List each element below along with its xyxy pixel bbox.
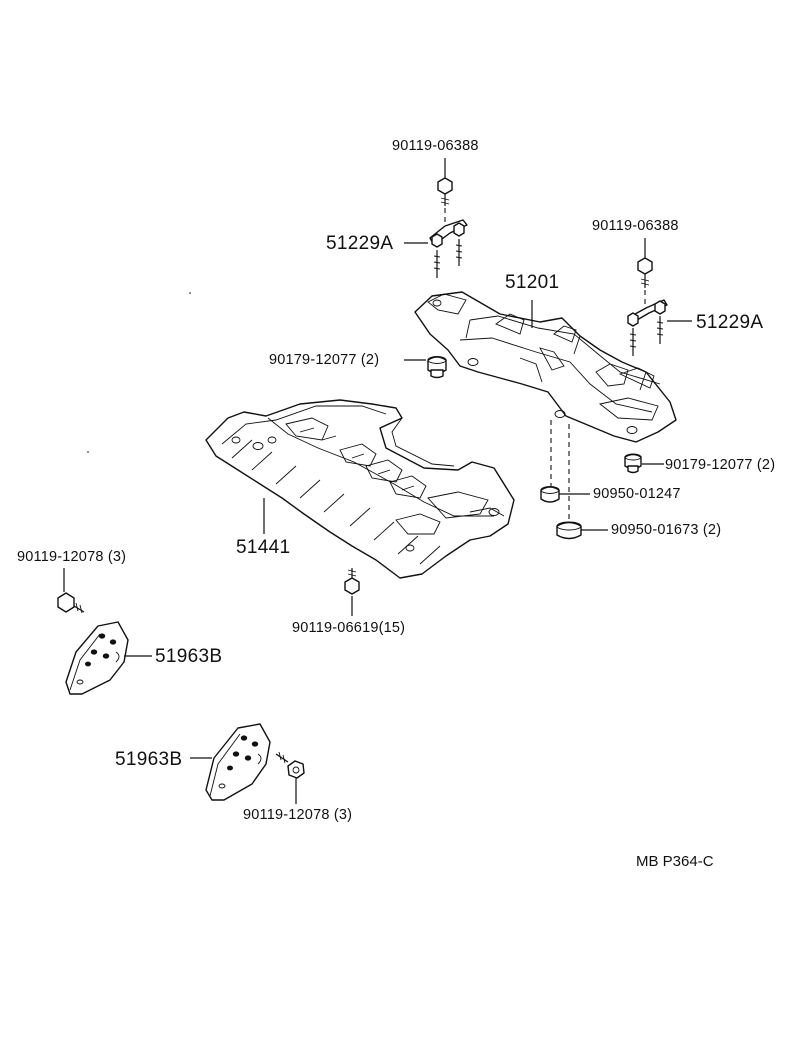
bracket-upper	[65, 621, 152, 695]
label-plug-left: 90179-12077 (2)	[269, 352, 380, 368]
label-stud-right: 51229A	[696, 312, 764, 333]
page-code: MB P364-C	[636, 853, 714, 870]
label-cover: 51441	[236, 537, 291, 558]
label-bracket-lower: 51963B	[115, 749, 183, 770]
nut-large	[556, 521, 608, 540]
label-crossmember: 51201	[505, 272, 560, 293]
label-bolt-bracket-lower: 90119-12078 (3)	[243, 807, 353, 823]
label-bracket-upper: 51963B	[155, 646, 223, 667]
cover-bolt	[344, 568, 360, 616]
label-nut-large: 90950-01673 (2)	[611, 522, 722, 538]
stud-right	[627, 299, 692, 356]
label-bolt-bracket-upper: 90119-12078 (3)	[17, 549, 127, 565]
under-cover	[205, 399, 515, 579]
label-stud-left: 51229A	[326, 233, 394, 254]
label-bolt-top-right: 90119-06388	[592, 218, 679, 234]
crossmember	[414, 291, 677, 443]
label-bolt-top-center: 90119-06388	[392, 138, 479, 154]
bolt-bracket-lower	[275, 751, 305, 804]
plug-left	[404, 356, 447, 379]
plug-right	[624, 453, 664, 474]
label-cover-bolts: 90119-06619(15)	[292, 620, 406, 636]
label-nut-small: 90950-01247	[593, 486, 681, 502]
label-plug-right: 90179-12077 (2)	[665, 457, 776, 473]
nut-small	[540, 486, 590, 503]
stud-left	[404, 219, 468, 278]
bolt-top-center	[437, 158, 453, 232]
bolt-top-right	[637, 238, 653, 310]
bracket-lower	[190, 723, 271, 801]
bolt-bracket-upper	[57, 568, 85, 614]
